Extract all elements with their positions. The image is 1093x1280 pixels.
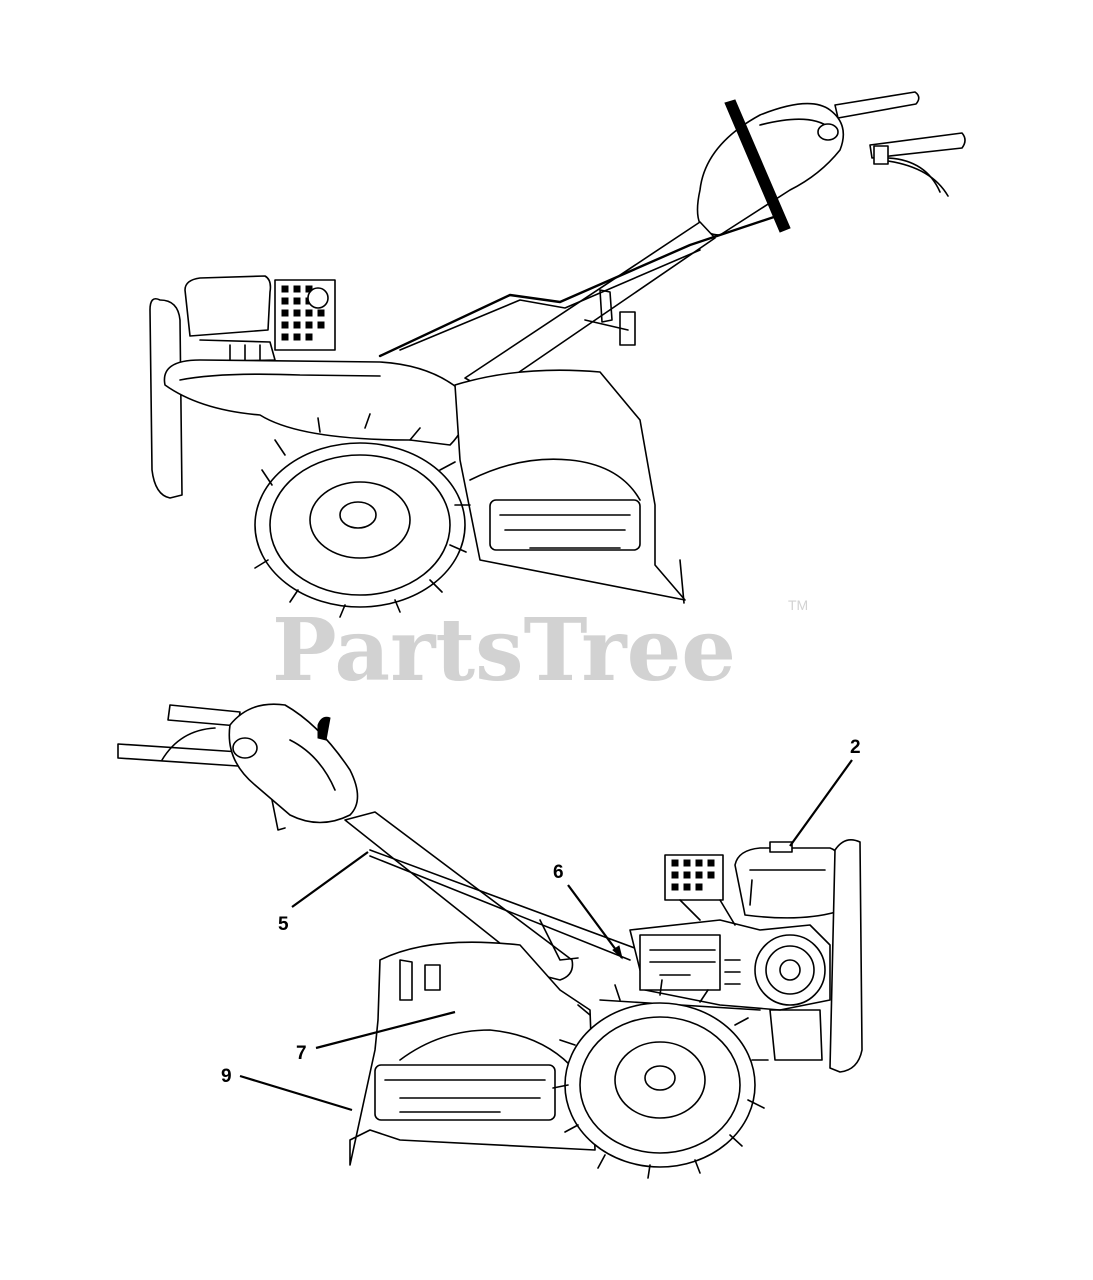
bottom-tine-shield	[349, 919, 596, 1166]
top-front-bumper	[149, 297, 183, 499]
trademark-symbol: TM	[788, 597, 808, 613]
tiller-top-view	[149, 91, 966, 618]
bottom-handle-tube	[344, 811, 641, 981]
top-tine-shield	[454, 289, 686, 604]
callout-9: 9	[221, 1066, 353, 1112]
tiller-bottom-view	[117, 703, 863, 1179]
callout-6-label: 6	[553, 862, 564, 883]
callout-5: 5	[278, 851, 369, 935]
watermark: PartsTree TM	[272, 597, 808, 701]
top-handlebar	[696, 91, 966, 236]
callout-2: 2	[789, 737, 861, 847]
callout-7-label: 7	[296, 1043, 307, 1064]
bottom-handlebar	[117, 703, 359, 831]
watermark-text: PartsTree	[272, 600, 736, 701]
callout-9-label: 9	[221, 1066, 232, 1087]
bottom-frame	[599, 839, 863, 1073]
callout-7: 7	[296, 1010, 456, 1064]
top-fender	[163, 359, 467, 446]
bottom-engine	[629, 841, 842, 1011]
bottom-wheel	[552, 979, 769, 1179]
callout-5-label: 5	[278, 914, 289, 935]
callout-6: 6	[553, 862, 623, 960]
top-wheel	[254, 413, 471, 618]
callout-2-label: 2	[850, 737, 861, 758]
top-handle-tubes	[378, 213, 782, 393]
top-engine	[184, 275, 336, 363]
